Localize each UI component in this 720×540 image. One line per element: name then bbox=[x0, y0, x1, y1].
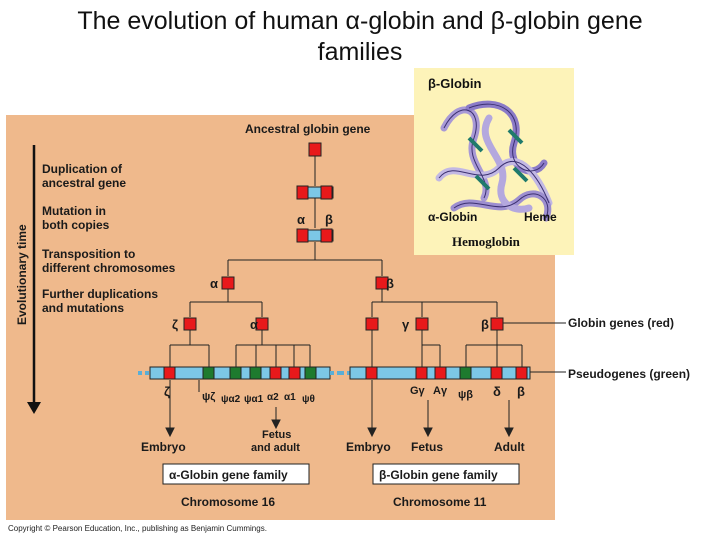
stage-3-line-2: different chromosomes bbox=[42, 261, 176, 275]
inset-hemoglobin-label: Hemoglobin bbox=[452, 234, 520, 249]
alpha-transposed bbox=[221, 276, 235, 290]
chr16-label-a1: α1 bbox=[284, 392, 296, 403]
beta-copy bbox=[320, 228, 333, 243]
embryo-label-alpha: Embryo bbox=[141, 440, 186, 454]
alpha-label-transposed: α bbox=[210, 276, 218, 291]
alpha-family-label: α-Globin gene family bbox=[169, 468, 288, 482]
beta-family-box bbox=[372, 463, 520, 485]
chr16-a2 bbox=[269, 366, 282, 380]
gamma-label: γ bbox=[402, 317, 410, 332]
alpha-label-mutation: α bbox=[297, 212, 305, 227]
chr16-label-a2: α2 bbox=[267, 392, 279, 403]
hemoglobin-chains bbox=[435, 100, 553, 222]
beta-label-mutation: β bbox=[325, 212, 333, 227]
hemoglobin-outlines bbox=[438, 103, 550, 219]
chr11-label-g-gamma: Gγ bbox=[410, 385, 426, 397]
title-line-2: families bbox=[317, 38, 403, 66]
stage-1-line-1: Duplication of bbox=[42, 162, 123, 176]
stage-2-line-2: both copies bbox=[42, 218, 110, 232]
tree-lines bbox=[169, 156, 523, 400]
inset-heme-label: Heme bbox=[524, 210, 557, 224]
copyright-notice: Copyright © Pearson Education, Inc., pub… bbox=[8, 524, 267, 533]
stage-1-line-2: ancestral gene bbox=[42, 176, 126, 190]
pseudo-legend: Pseudogenes (green) bbox=[568, 367, 690, 381]
beta-label-further: β bbox=[481, 317, 489, 332]
chr16-label-psi-zeta: ψζ bbox=[202, 391, 215, 403]
epsilon-gene bbox=[365, 317, 379, 331]
embryo-label-beta: Embryo bbox=[346, 440, 391, 454]
chr11-delta bbox=[490, 366, 503, 380]
stage-arrows bbox=[165, 380, 514, 438]
hemoglobin-inset: β-Globin α-Globin Heme Hemoglobin bbox=[414, 68, 574, 255]
fetus-adult-line-1: Fetus bbox=[262, 429, 291, 441]
inset-alpha-globin-label: α-Globin bbox=[428, 210, 478, 224]
chromosome-16-label: Chromosome 16 bbox=[181, 495, 275, 509]
chr16-psi-a1 bbox=[249, 366, 262, 380]
chr16-a1 bbox=[288, 366, 301, 380]
chr16-zeta bbox=[163, 366, 176, 380]
beta-family-label: β-Globin gene family bbox=[379, 468, 498, 482]
chr11-epsilon bbox=[365, 366, 378, 380]
chr16-psi-theta bbox=[304, 366, 317, 380]
gene-copy-2 bbox=[320, 185, 333, 200]
alpha-gene-further bbox=[255, 317, 269, 331]
stage-4-line-1: Further duplications bbox=[42, 287, 158, 301]
time-arrow-head bbox=[27, 402, 41, 414]
chr16-psi-a2 bbox=[229, 366, 242, 380]
chr11-beta bbox=[515, 366, 528, 380]
axis-label: Evolutionary time bbox=[15, 224, 29, 325]
stage-4-line-2: and mutations bbox=[42, 301, 124, 315]
chr11-label-beta: β bbox=[517, 384, 525, 399]
heme-groups bbox=[467, 128, 529, 191]
globin-legend: Globin genes (red) bbox=[568, 316, 674, 330]
fetus-label: Fetus bbox=[411, 440, 443, 454]
chr16-label-zeta: ζ bbox=[164, 384, 170, 399]
chr11-label-psi-beta: ψβ bbox=[458, 389, 473, 401]
gamma-gene bbox=[415, 317, 429, 331]
beta-label-transposed: β bbox=[386, 276, 394, 291]
alpha-copy bbox=[296, 228, 309, 243]
alpha-family-box bbox=[162, 463, 310, 485]
stage-3-line-1: Transposition to bbox=[42, 247, 135, 261]
zeta-gene bbox=[183, 317, 197, 331]
zeta-label: ζ bbox=[172, 317, 178, 332]
beta-gene-further bbox=[490, 317, 504, 331]
chr16-label-psi-theta: ψθ bbox=[302, 394, 315, 405]
alpha-label-further: α bbox=[250, 317, 258, 332]
page-title: The evolution of human α-globin and β-gl… bbox=[0, 6, 720, 68]
ancestral-label: Ancestral globin gene bbox=[245, 122, 371, 136]
chr11-psi-beta bbox=[459, 366, 472, 380]
hemoglobin-illustration bbox=[435, 100, 553, 222]
title-line-1: The evolution of human α-globin and β-gl… bbox=[77, 7, 643, 35]
adult-label: Adult bbox=[494, 440, 525, 454]
chr11-g-gamma bbox=[415, 366, 428, 380]
inset-beta-globin-label: β-Globin bbox=[428, 76, 482, 91]
chr11-label-delta: δ bbox=[493, 384, 501, 399]
fetus-adult-line-2: and adult bbox=[251, 442, 300, 454]
gene-copy-1 bbox=[296, 185, 309, 200]
ancestral-gene bbox=[308, 142, 322, 157]
chr16-psi-zeta bbox=[202, 366, 215, 380]
chr11-label-a-gamma: Aγ bbox=[433, 385, 448, 397]
chr16-label-psi-a1: ψα1 bbox=[244, 394, 264, 405]
chr11-a-gamma bbox=[434, 366, 447, 380]
beta-transposed bbox=[375, 276, 389, 290]
chr16-label-psi-a2: ψα2 bbox=[221, 394, 241, 405]
chromosome-11-label: Chromosome 11 bbox=[393, 495, 487, 509]
stage-2-line-1: Mutation in bbox=[42, 204, 106, 218]
